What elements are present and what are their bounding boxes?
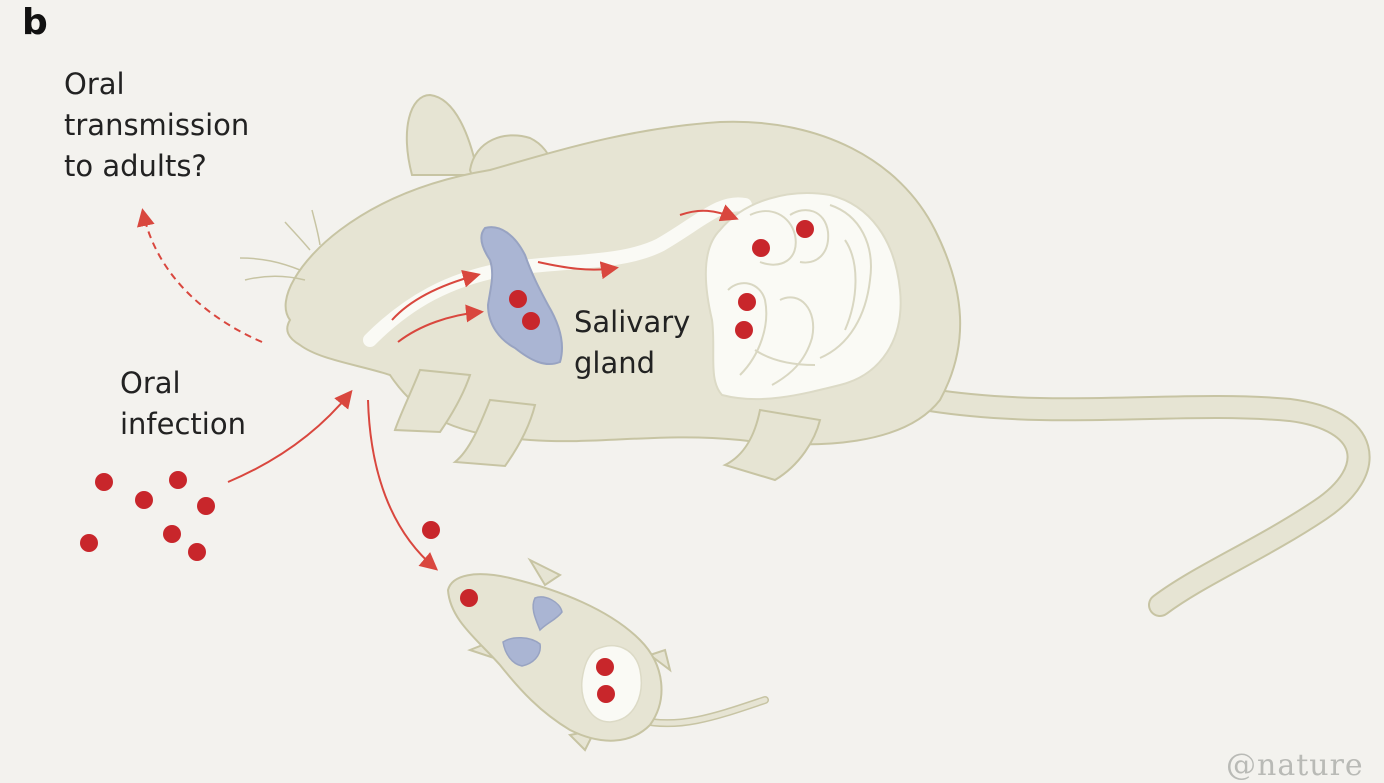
virus-particle	[95, 473, 113, 491]
arrows	[137, 204, 739, 571]
adult-mouse-tail-fill	[920, 390, 1369, 615]
credit-watermark: @nature	[1226, 748, 1364, 783]
panel-label: b	[22, 2, 48, 43]
virus-particle	[197, 497, 215, 515]
label-line: Salivary	[574, 305, 691, 339]
arrow-to-salivary-gland-2	[397, 304, 484, 343]
adult-mouse-tail	[918, 388, 1371, 617]
virus-particle	[460, 589, 478, 607]
adult-mouse-hind-leg	[722, 408, 822, 482]
virus-particle	[522, 312, 540, 330]
virus-particle	[752, 239, 770, 257]
label-salivary-gland: Salivary gland	[574, 302, 690, 384]
pup-salivary-gland-2	[502, 637, 541, 667]
virus-particle	[735, 321, 753, 339]
adult-mouse-ear	[405, 93, 480, 176]
adult-mouse	[239, 93, 1371, 617]
virus-particle	[169, 471, 187, 489]
virus-particle	[135, 491, 153, 509]
virus-particle	[188, 543, 206, 561]
adult-mouse-front-leg	[393, 368, 472, 434]
virus-particle	[796, 220, 814, 238]
arrow-to-pup	[367, 399, 439, 571]
label-line: gland	[574, 346, 656, 380]
arrow-oral-infection	[227, 389, 353, 483]
label-line: infection	[120, 407, 246, 441]
virus-particle	[80, 534, 98, 552]
adult-mouse-intestine-loops	[727, 204, 872, 386]
label-line: Oral	[120, 366, 181, 400]
virus-particle	[596, 658, 614, 676]
label-line: to adults?	[64, 149, 207, 183]
pup-tail-fill	[637, 697, 768, 726]
virus-particle	[738, 293, 756, 311]
label-line: Oral	[64, 67, 125, 101]
pup-salivary-gland-1	[532, 596, 563, 632]
virus-particles	[80, 220, 814, 703]
adult-mouse-esophagus	[363, 197, 752, 347]
label-oral-infection: Oral infection	[120, 363, 246, 445]
arrow-along-gut-2	[679, 204, 739, 222]
adult-mouse-back-front-leg	[452, 398, 537, 468]
label-oral-transmission: Oral transmission to adults?	[64, 64, 249, 187]
arrow-oral-transmission	[137, 208, 263, 343]
virus-particle	[422, 521, 440, 539]
label-line: transmission	[64, 108, 250, 142]
arrow-along-gut-1	[537, 261, 619, 280]
adult-mouse-whiskers	[239, 209, 321, 281]
arrow-to-salivary-gland-1	[391, 269, 481, 321]
pup-mouse	[446, 557, 769, 752]
virus-particle	[597, 685, 615, 703]
virus-particle	[163, 525, 181, 543]
virus-particle	[509, 290, 527, 308]
pup-intestine	[581, 645, 642, 723]
